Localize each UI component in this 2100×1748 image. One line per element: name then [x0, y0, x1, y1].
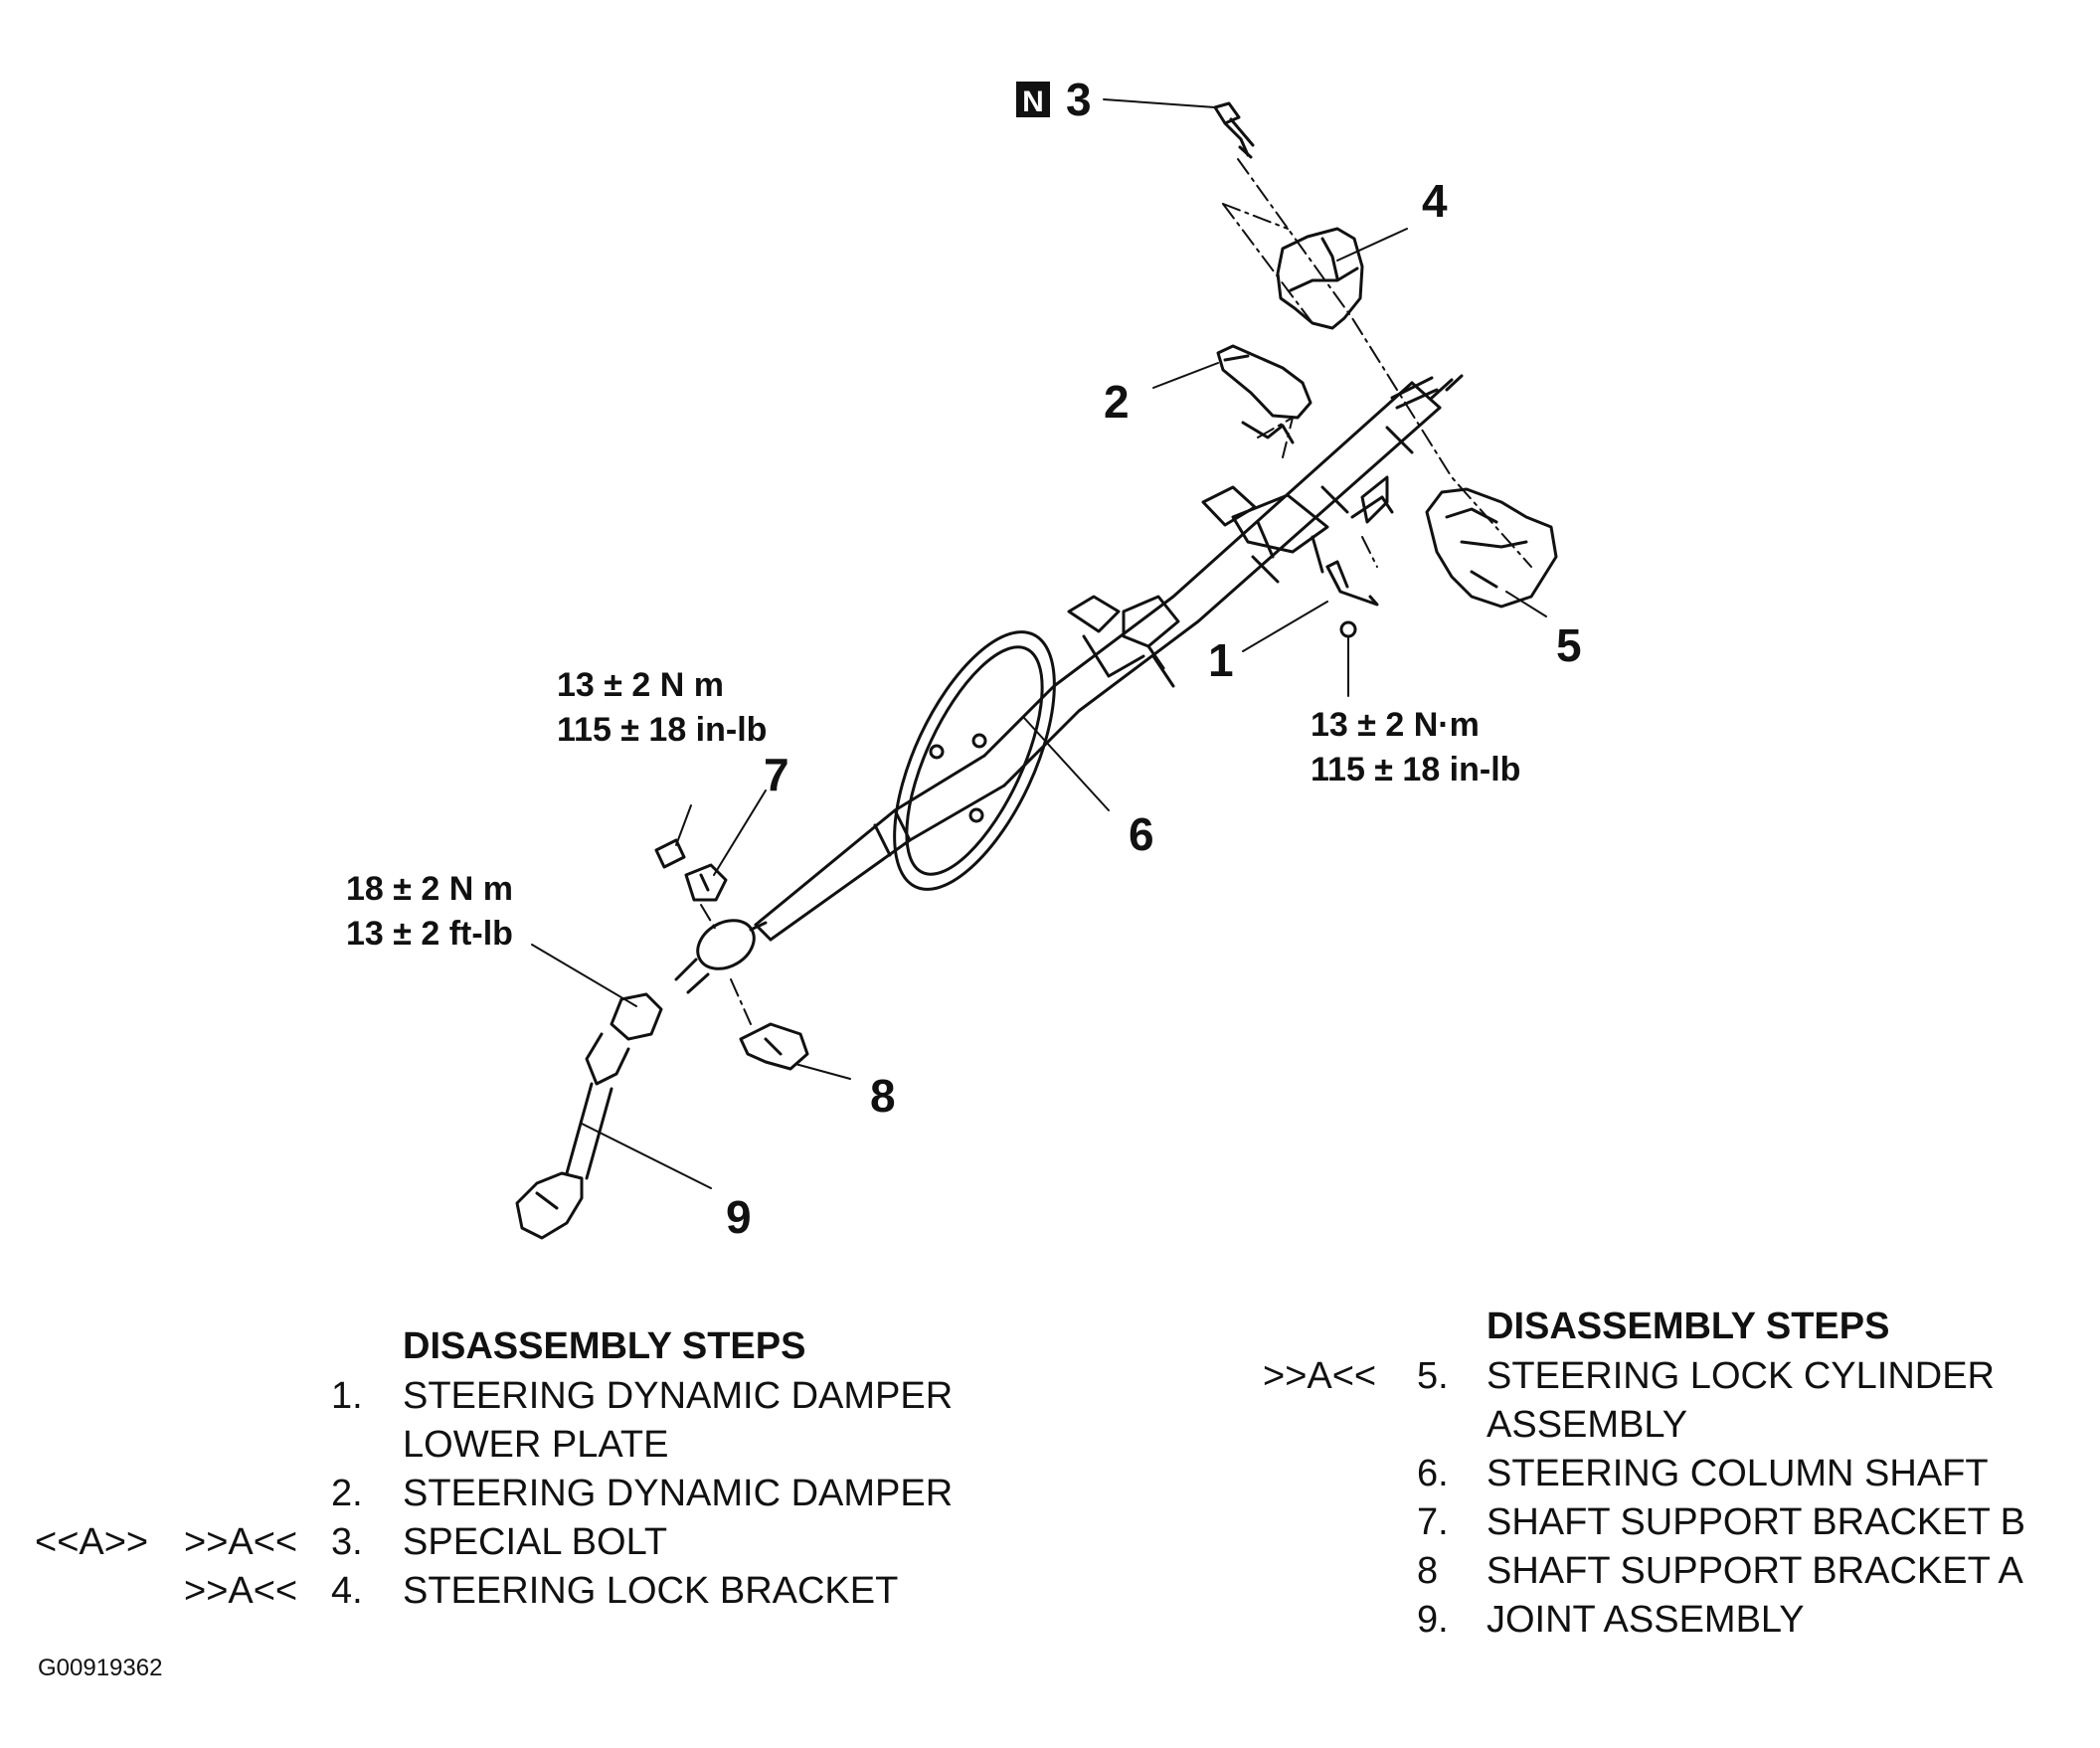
step-3-marks: <<A>> >>A<< [35, 1518, 297, 1567]
special-bolt-drawing [1213, 101, 1255, 159]
disassembly-steps-left: DISASSEMBLY STEPS 1. STEERING DYNAMIC DA… [0, 1322, 994, 1641]
step-9-number: 9. [1417, 1599, 1449, 1641]
callout-8: 8 [870, 1070, 896, 1122]
n-badge-box [1016, 82, 1050, 117]
step-4-number: 4. [331, 1570, 363, 1612]
callout-2: 2 [1104, 376, 1130, 428]
step-8-number: 8 [1417, 1550, 1439, 1592]
torque-left-top-nm: 13 ± 2 N m [557, 666, 724, 704]
callout-1: 1 [1208, 634, 1234, 686]
step-5-text: STEERING LOCK CYLINDER [1487, 1355, 1995, 1397]
step-3-mark-remove: >>A<< [184, 1521, 298, 1563]
alignment-lines [700, 158, 1532, 1025]
step-5-text-cont: ASSEMBLY [1487, 1404, 1688, 1446]
step-5-number: 5. [1417, 1355, 1449, 1397]
shaft-support-bracket-b-drawing [654, 838, 728, 902]
leader-lines [531, 98, 1547, 1189]
step-1-text-cont: LOWER PLATE [403, 1424, 669, 1466]
callout-3: 3 [1066, 74, 1092, 125]
torque-left-mid-ftlb: 13 ± 2 ft-lb [346, 915, 513, 953]
step-8-text: SHAFT SUPPORT BRACKET A [1487, 1550, 2023, 1592]
callout-5: 5 [1556, 619, 1582, 671]
disassembly-steps-right: DISASSEMBLY STEPS >>A<< 5. STEERING LOCK… [1193, 1303, 2088, 1641]
step-7-text: SHAFT SUPPORT BRACKET B [1487, 1501, 2026, 1543]
step-5-marks: >>A<< [1263, 1355, 1377, 1397]
torque-left-mid-nm: 18 ± 2 N m [346, 870, 513, 908]
column-flange-plate-drawing [893, 630, 1056, 891]
steps-left-heading: DISASSEMBLY STEPS [403, 1325, 806, 1367]
shaft-support-bracket-a-drawing [739, 1022, 809, 1071]
column-brackets-drawing [1067, 475, 1394, 678]
lower-bearing-drawing [674, 919, 768, 994]
n-badge-letter: N [1022, 86, 1044, 118]
figure-id: G00919362 [38, 1655, 163, 1681]
callout-4: 4 [1422, 175, 1448, 227]
callout-6: 6 [1129, 808, 1154, 860]
step-7-number: 7. [1417, 1501, 1449, 1543]
step-2-text: STEERING DYNAMIC DAMPER [403, 1473, 954, 1514]
step-6-number: 6. [1417, 1453, 1449, 1494]
dynamic-damper-drawing [1216, 344, 1312, 444]
step-1-number: 1. [331, 1375, 363, 1417]
step-2-number: 2. [331, 1473, 363, 1514]
steps-right-heading: DISASSEMBLY STEPS [1487, 1306, 1890, 1347]
step-4-marks: >>A<< [184, 1570, 298, 1612]
callout-7: 7 [764, 749, 789, 800]
step-3-number: 3. [331, 1521, 363, 1563]
torque-left-top-inlb: 115 ± 18 in-lb [557, 711, 767, 749]
step-3-text: SPECIAL BOLT [403, 1521, 668, 1563]
torque-right-nm: 13 ± 2 N·m [1311, 706, 1480, 744]
joint-assembly-drawing [515, 992, 663, 1240]
step-6-text: STEERING COLUMN SHAFT [1487, 1453, 1989, 1494]
step-3-mark-install: <<A>> [35, 1521, 149, 1563]
torque-right-inlb: 115 ± 18 in-lb [1311, 751, 1520, 788]
step-9-text: JOINT ASSEMBLY [1487, 1599, 1805, 1641]
lock-cylinder-drawing [1425, 487, 1558, 609]
damper-lower-plate-drawing [1325, 560, 1379, 638]
callout-9: 9 [726, 1191, 752, 1243]
step-1-text: STEERING DYNAMIC DAMPER [403, 1375, 954, 1417]
step-4-text: STEERING LOCK BRACKET [403, 1570, 899, 1612]
steering-column-shaft-drawing [754, 374, 1464, 942]
